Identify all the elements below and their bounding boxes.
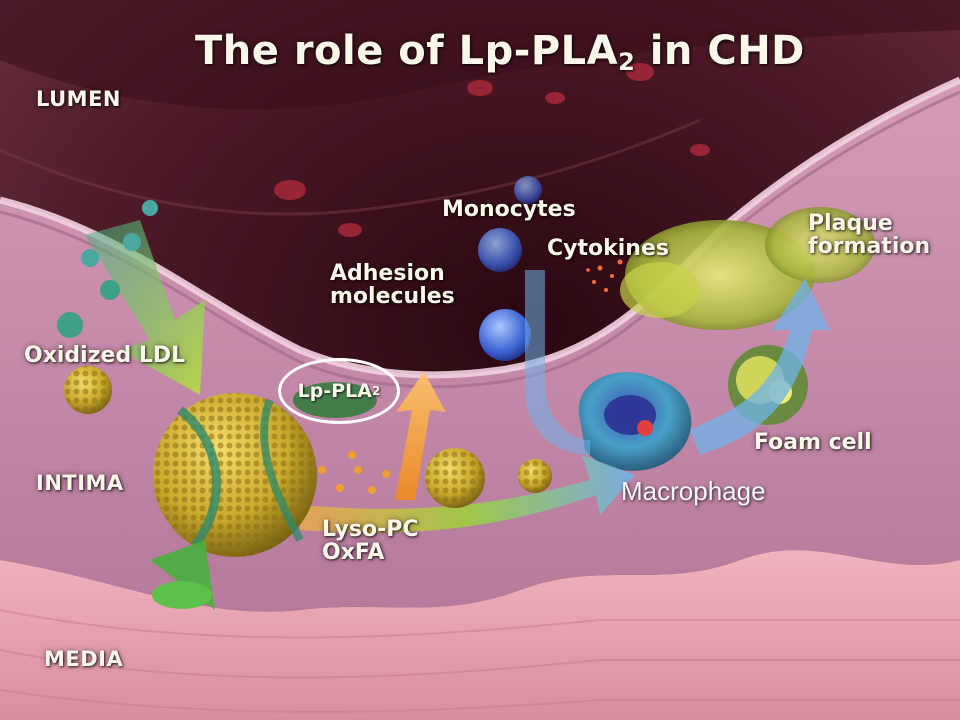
monocyte-cells [478,176,542,361]
red-blood-cells [274,63,710,237]
ldl-particle-large [150,393,317,610]
monocytes-label: Monocytes [442,197,576,222]
media-label: MEDIA [44,647,124,671]
arrow-ldl-entry [85,220,205,395]
plaque-formation-label: Plaque formation [808,211,931,260]
cytokine-spots [586,259,623,292]
cytokines-label: Cytokines [547,236,669,261]
endothelium [0,76,960,379]
intima-label: INTIMA [36,471,124,495]
vessel-fold [0,118,701,216]
ldl-particle-small [425,448,552,508]
macrophage-label: Macrophage [621,476,766,506]
media-fibers [0,609,960,713]
macrophage-illustration [578,372,692,471]
lipid-fragments [318,451,390,494]
diagram-title: The role of Lp-PLA2 in CHD [195,28,805,76]
lyso-pc-oxfa-label: Lyso-PC OxFA [322,517,419,566]
vessel-fold [0,0,960,110]
oxidized-ldl-particles [57,200,158,414]
arrow-monocyte-entry [525,270,590,455]
arrow-intima-flow [300,455,635,533]
foam-cell-label: Foam cell [754,430,872,455]
arrow-plaque [690,278,830,455]
oxidized-ldl-label: Oxidized LDL [24,343,186,368]
adhesion-molecules-label: Adhesion molecules [330,261,455,310]
media-layer [0,550,960,720]
plaque-mass [620,207,875,330]
lumen-label: LUMEN [36,87,122,111]
arrow-adhesion [395,372,446,500]
